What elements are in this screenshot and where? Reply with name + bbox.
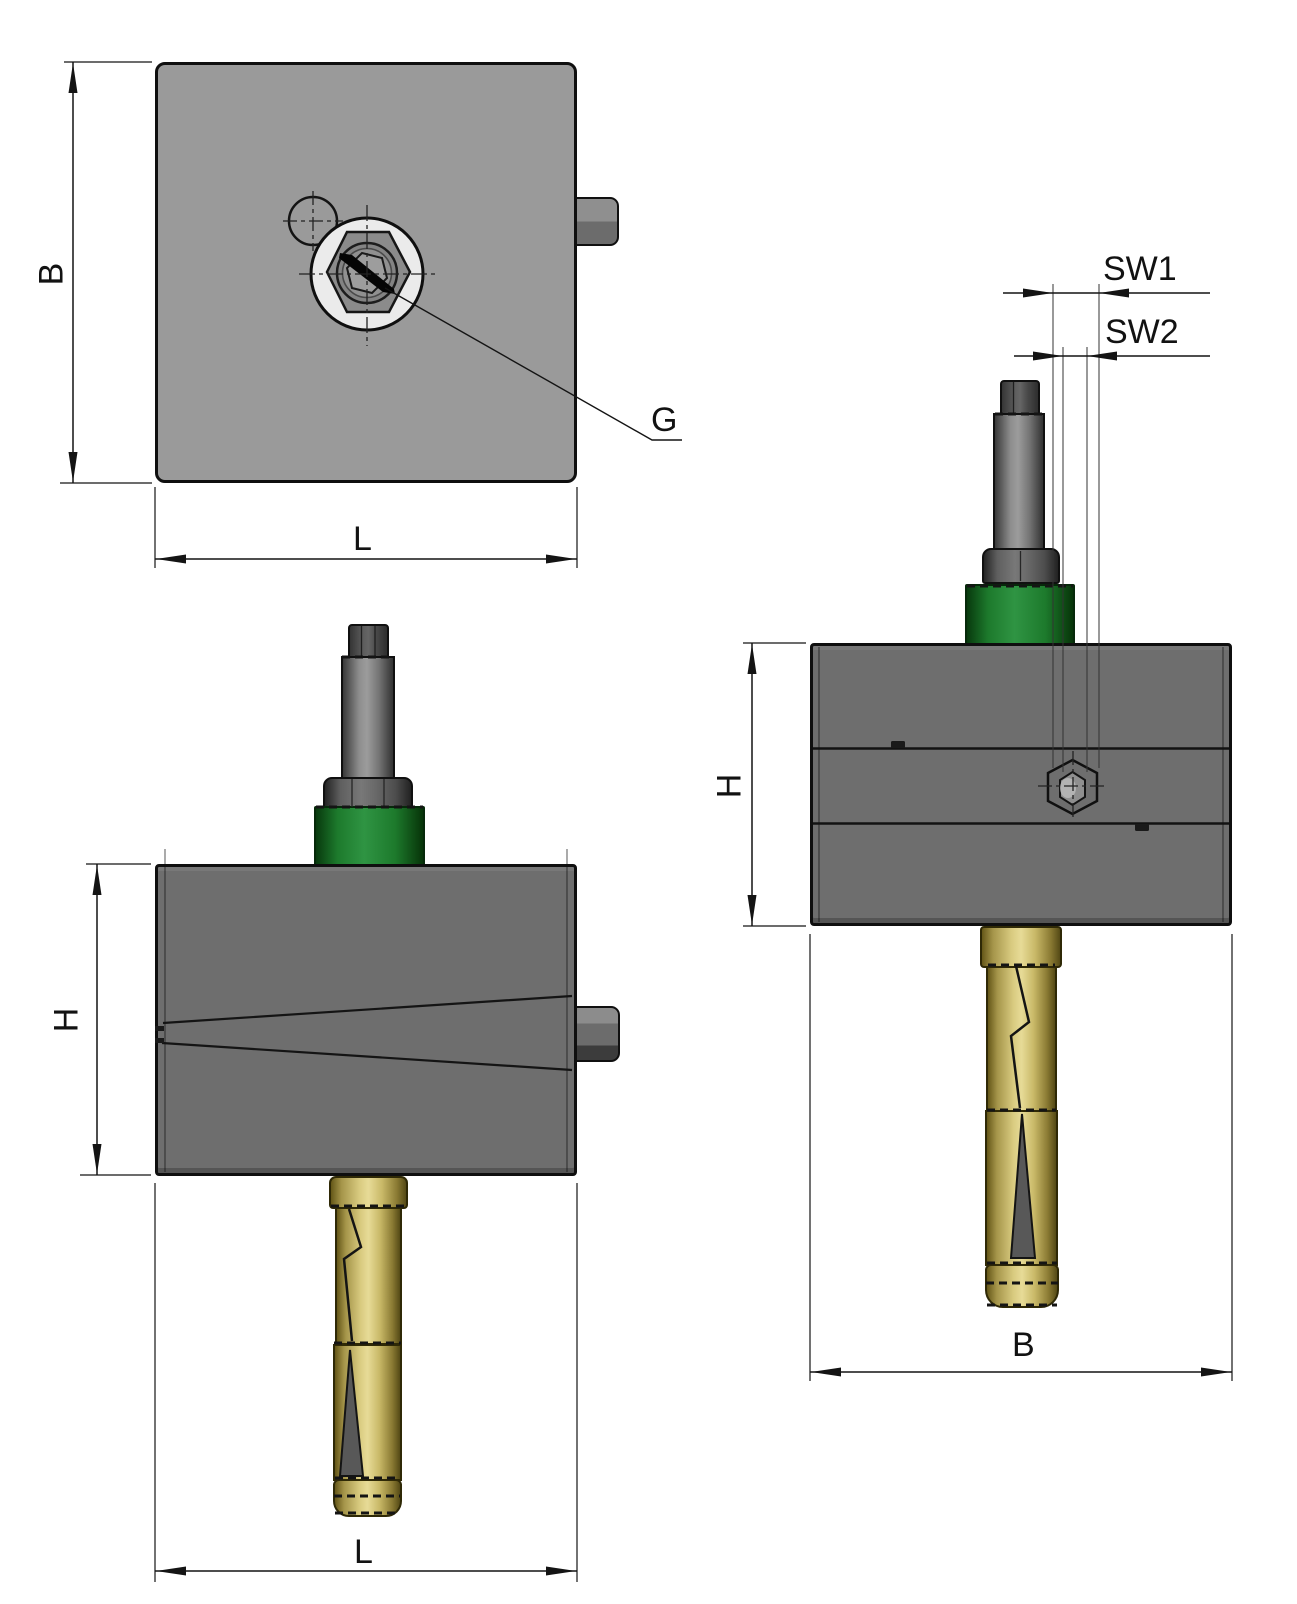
- dim-sw1-arrow-left: [1023, 288, 1053, 298]
- front-dim-h-extension: [80, 863, 151, 1176]
- side-dim-b-arrow-right: [1201, 1367, 1231, 1377]
- anchor-lower-front: [333, 1344, 402, 1481]
- dim-l-arrow-right: [546, 554, 576, 564]
- dim-label-l-top: L: [353, 520, 372, 558]
- dim-label-h-front: H: [47, 1007, 86, 1033]
- front-dim-h-arrow-bottom: [92, 1144, 102, 1174]
- dim-label-h-side: H: [710, 773, 749, 799]
- side-dim-h-extension: [743, 642, 806, 927]
- front-dim-h-arrow-top: [92, 865, 102, 895]
- anchor-collar-front: [329, 1176, 408, 1209]
- lock-nut-front: [323, 777, 413, 809]
- threaded-stem-side: [993, 413, 1045, 551]
- dim-label-sw1: SW1: [1103, 250, 1177, 288]
- dim-label-b-top: B: [32, 262, 71, 286]
- anchor-collar-side: [980, 926, 1062, 968]
- anchor-body-front: [335, 1207, 402, 1345]
- dim-l-arrow-left: [156, 554, 186, 564]
- dim-b-extension: [60, 61, 152, 484]
- dim-sw2-arrow-left: [1033, 351, 1063, 361]
- mounting-plate-top-view: [155, 62, 577, 483]
- anchor-foot-side: [985, 1264, 1059, 1308]
- valve-block-front: [155, 864, 577, 1176]
- side-dim-h-arrow-top: [747, 644, 757, 674]
- anchor-foot-front: [333, 1479, 402, 1517]
- dim-sw1-arrow-right: [1099, 288, 1129, 298]
- front-dim-l-arrow-right: [546, 1566, 576, 1576]
- anchor-body-side: [986, 966, 1057, 1112]
- lock-nut-side: [982, 548, 1060, 584]
- anchor-lower-side: [985, 1110, 1058, 1266]
- dim-label-sw2: SW2: [1105, 313, 1179, 351]
- dim-b-arrow-bottom: [68, 452, 78, 482]
- dim-label-g: G: [651, 401, 678, 439]
- dim-label-l-front: L: [354, 1533, 373, 1571]
- side-plug-front-view: [575, 1006, 620, 1062]
- dim-label-b-side: B: [1012, 1326, 1035, 1364]
- seal-ring-front: [314, 806, 425, 866]
- dim-sw2-arrow-right: [1087, 351, 1117, 361]
- threaded-stem-front: [341, 656, 395, 781]
- front-dim-l-arrow-left: [156, 1566, 186, 1576]
- dim-b-arrow-top: [68, 63, 78, 93]
- side-plug-top-view: [575, 197, 619, 246]
- side-dim-b-arrow-left: [811, 1367, 841, 1377]
- side-dim-h-arrow-bottom: [747, 895, 757, 925]
- valve-block-side: [810, 643, 1232, 926]
- adjusting-screw-head-front: [348, 624, 389, 658]
- seal-ring-side: [965, 584, 1075, 645]
- adjusting-screw-head-side: [1000, 380, 1040, 415]
